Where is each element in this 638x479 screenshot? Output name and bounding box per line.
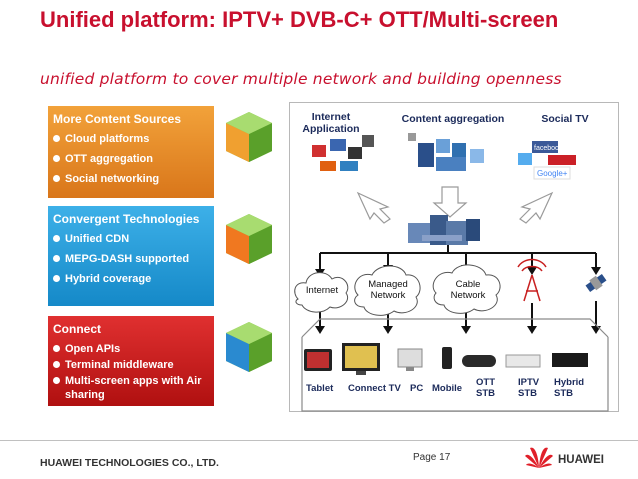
slide-title: Unified platform: IPTV+ DVB-C+ OTT/Multi… (40, 7, 559, 32)
cable-network-label: Cable Network (450, 279, 486, 301)
content-cube-icon (226, 112, 272, 162)
pc-icon (397, 348, 423, 371)
panel-convergent-technologies: Convergent Technologies Unified CDN MEPG… (48, 206, 214, 306)
tablet-label: Tablet (306, 383, 334, 394)
ott-stb-icon (462, 355, 496, 367)
content-aggregation-icon (408, 133, 484, 171)
mobile-icon (442, 347, 452, 369)
svg-text:Google+: Google+ (537, 169, 568, 178)
panel-item: Unified CDN (53, 232, 209, 246)
panel-content-sources: More Content Sources Cloud platforms OTT… (48, 106, 214, 198)
cable-network-cloud-icon (432, 264, 501, 314)
arrow-down-right-icon (519, 191, 554, 224)
internet-network-label: Internet (305, 285, 339, 296)
footer-company: HUAWEI TECHNOLOGIES CO., LTD. (40, 457, 219, 469)
managed-network-label: Managed Network (368, 279, 408, 301)
tablet-icon (304, 349, 332, 371)
connect-tv-label: Connect TV (348, 383, 401, 394)
panel-heading: More Content Sources (53, 112, 182, 126)
iptv-stb-label: IPTV STB (518, 377, 540, 399)
arrow-down-left-icon (356, 191, 391, 224)
connect-cube-icon (226, 322, 272, 372)
internet-apps-icon (312, 135, 374, 171)
panel-heading: Connect (53, 322, 101, 336)
panel-heading: Convergent Technologies (53, 212, 200, 226)
social-tv-label: Social TV (541, 113, 589, 125)
diagram-graphics: Google+ facebook (294, 133, 609, 412)
hybrid-stb-icon (552, 353, 588, 367)
page-number: Page 17 (413, 452, 451, 463)
huawei-logo-icon (525, 447, 553, 468)
unified-platform-icon (408, 215, 480, 245)
home-outline (301, 337, 609, 412)
huawei-logo-text: HUAWEI (558, 454, 604, 466)
panel-item: Multi-screen apps with Air sharing (53, 374, 209, 402)
mobile-label: Mobile (432, 383, 463, 394)
content-aggregation-label: Content aggregation (401, 113, 505, 125)
panel-item: Terminal middleware (53, 358, 209, 372)
footer-divider (0, 440, 638, 441)
managed-network-cloud-icon (354, 265, 421, 316)
panel-connect: Connect Open APIs Terminal middleware Mu… (48, 316, 214, 406)
social-tv-icon: Google+ facebook (518, 141, 576, 180)
antenna-icon (517, 258, 547, 302)
panel-item: OTT aggregation (53, 152, 209, 166)
internet-cloud-icon (294, 272, 349, 313)
ott-stb-label: OTT STB (476, 377, 495, 399)
connect-tv-icon (342, 343, 380, 375)
panel-item: Cloud platforms (53, 132, 209, 146)
internet-application-label: Internet Application (302, 111, 360, 135)
pc-label: PC (410, 383, 424, 394)
panel-item: MEPG-DASH supported (53, 252, 209, 266)
panel-item: Open APIs (53, 342, 209, 356)
iptv-stb-icon (505, 354, 541, 368)
convergent-cube-icon (226, 214, 272, 264)
slide-subtitle: unified platform to cover multiple netwo… (40, 70, 562, 88)
architecture-diagram: Google+ facebook (289, 102, 619, 412)
panel-item: Hybrid coverage (53, 272, 209, 286)
panel-item: Social networking (53, 172, 209, 186)
hybrid-stb-label: Hybrid STB (554, 377, 585, 399)
arrow-down-icon (432, 186, 468, 218)
satellite-icon (585, 273, 607, 293)
svg-text:facebook: facebook (534, 145, 563, 152)
